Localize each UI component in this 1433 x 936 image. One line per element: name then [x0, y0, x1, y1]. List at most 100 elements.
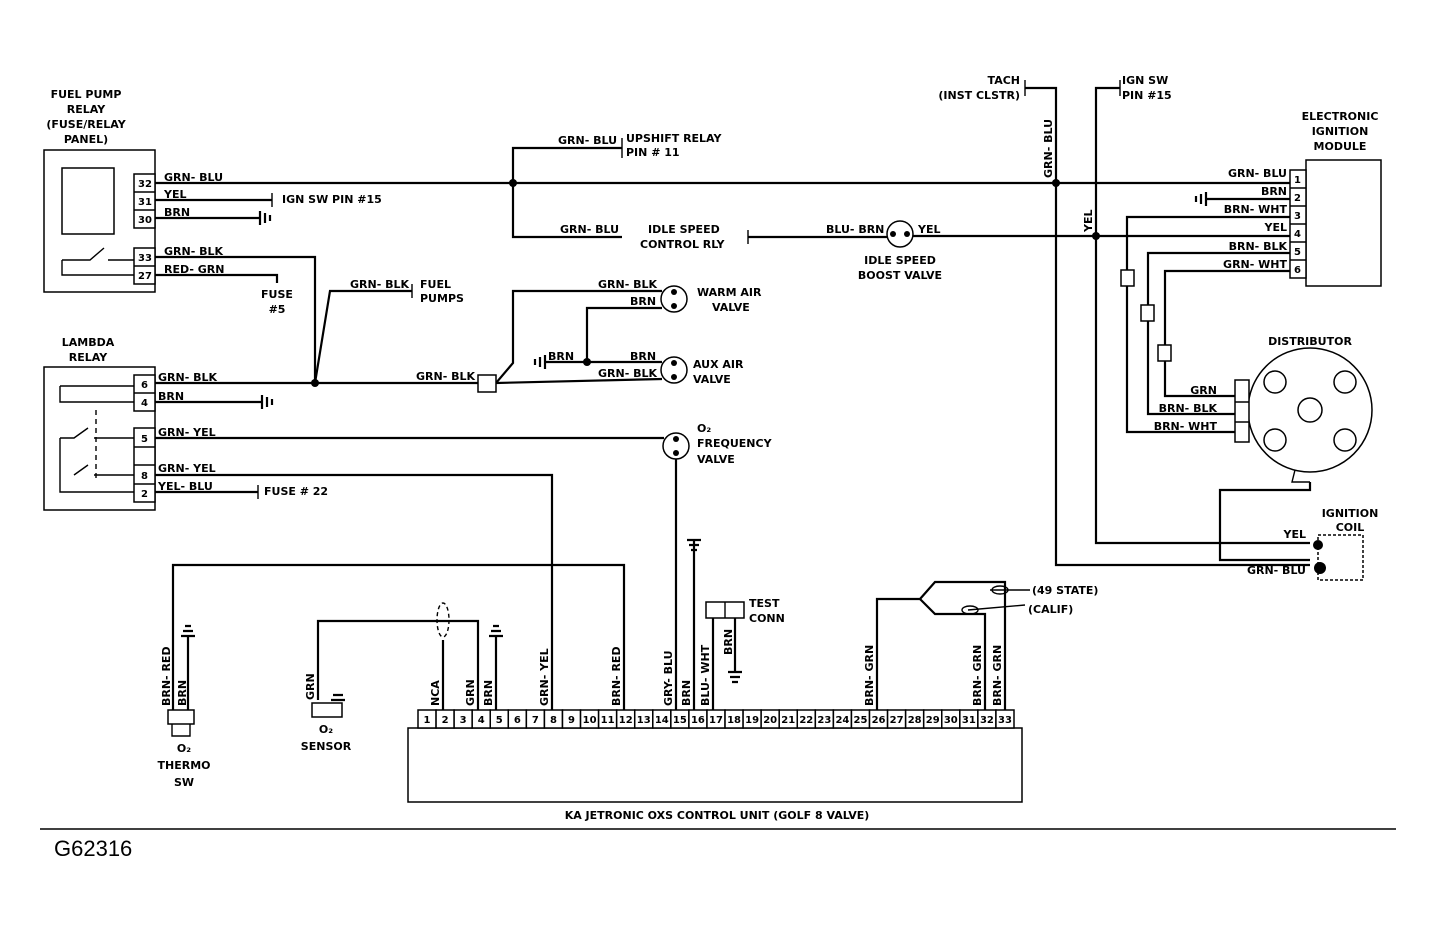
- distributor-wire-brn-blk: BRN- BLK: [1159, 402, 1218, 415]
- ecu-wire-labels: NCA GRN BRN GRN- YEL BRN- RED GRY- BLU B…: [429, 644, 1004, 706]
- aux-air-valve-body: [660, 356, 688, 384]
- coil-terminal: [1313, 540, 1323, 550]
- ignition-coil-label-1: IGNITION: [1322, 507, 1379, 520]
- aux-air-valve-label-2: VALVE: [693, 373, 731, 386]
- module-pin-6: 6: [1294, 265, 1301, 276]
- ecu-pin-label: 30: [944, 715, 958, 726]
- junction-dot: [1052, 179, 1060, 187]
- fuel-pumps-label-1: FUEL: [420, 278, 451, 291]
- middle-wire-labels: GRN- BLU UPSHIFT RELAY PIN # 11 GRN- BLU…: [257, 74, 1172, 616]
- fpr-pin-33: 33: [138, 253, 152, 264]
- ecu-pin-label: 23: [817, 715, 831, 726]
- ignition-module-label-2: IGNITION: [1312, 125, 1369, 138]
- test-conn-wire-brn: BRN: [722, 629, 735, 655]
- idle-boost-valve-body: [886, 220, 914, 248]
- ground-icon: [260, 395, 274, 409]
- ecu-pin-label: 5: [496, 715, 503, 726]
- fpr-pin-27: 27: [138, 271, 152, 282]
- yel-vertical-wire-label: YEL: [1082, 210, 1095, 234]
- ignition-coil-body: [1317, 534, 1364, 581]
- ecu-wire-p2: NCA: [429, 680, 442, 706]
- thermo-switch-body: [167, 709, 195, 725]
- lambda-wire-6: GRN- BLK: [158, 371, 217, 384]
- wire-lambda-8: [155, 473, 554, 710]
- coil-wire-grn-blu: GRN- BLU: [1247, 564, 1306, 577]
- module-pin-2: 2: [1294, 193, 1301, 204]
- ecu-pin-label: 25: [854, 715, 868, 726]
- lambda-out-wire-label: GRN- BLK: [416, 370, 475, 383]
- ecu-wire-p17: BLU- WHT: [699, 644, 712, 706]
- ecu-pin-label: 15: [673, 715, 687, 726]
- lambda-pin-2: 2: [141, 489, 148, 500]
- lambda-pin-5: 5: [141, 434, 148, 445]
- o2-frequency-valve-label-3: VALVE: [697, 453, 735, 466]
- distributor-terminal: [1263, 428, 1287, 452]
- ecu-pin-label: 13: [637, 715, 651, 726]
- aux-air-valve: AUX AIR VALVE: [660, 356, 744, 386]
- ecu-pin-label: 4: [478, 715, 485, 726]
- ignition-module-label-3: MODULE: [1314, 140, 1367, 153]
- warm-air-valve-body: [660, 285, 688, 313]
- ecu-pin-cell: [995, 709, 1015, 729]
- ignition-module-box: [1305, 159, 1382, 287]
- ecu-pin-label: 26: [872, 715, 886, 726]
- lambda-relay-switch-a: [59, 427, 134, 493]
- fuse22-label: FUSE # 22: [264, 485, 328, 498]
- ecu-pin-label: 3: [460, 715, 467, 726]
- electronic-ignition-module: ELECTRONIC IGNITION MODULE 1 2 3 4 5 6 G…: [1223, 110, 1382, 287]
- tach-label-1: TACH: [988, 74, 1020, 87]
- ecu-wire-p12: BRN- RED: [610, 646, 623, 706]
- fuse5-label-1: FUSE: [261, 288, 293, 301]
- fpr-wire-30: BRN: [164, 206, 190, 219]
- o2-frequency-valve-label-2: FREQUENCY: [697, 437, 773, 450]
- fpr-pin-30: 30: [138, 215, 152, 226]
- wire-coil-loop: [1218, 482, 1312, 562]
- junction-dots: [311, 179, 1100, 387]
- ecu-pin-label: 27: [890, 715, 904, 726]
- tach-label-2: (INST CLSTR): [938, 89, 1020, 102]
- lambda-relay-label-2: RELAY: [69, 351, 108, 364]
- junction-dot: [583, 358, 591, 366]
- inline-connector: [1157, 344, 1172, 362]
- distributor-terminal: [1333, 370, 1357, 394]
- figure-id: G62316: [54, 836, 133, 861]
- fuel-pump-relay-coil: [61, 167, 115, 235]
- idle-boost-valve-label-2: BOOST VALVE: [858, 269, 942, 282]
- warm-air-valve: WARM AIR VALVE: [660, 285, 762, 314]
- ecu-wire-p5: BRN: [482, 680, 495, 706]
- ground-icon: [181, 624, 195, 638]
- ign-sw-top-label-1: IGN SW: [1122, 74, 1168, 87]
- wire-grn-blk-33: [155, 255, 317, 383]
- idle-boost-valve-label-1: IDLE SPEED: [864, 254, 936, 267]
- thermo-wire-brn: BRN: [176, 680, 189, 706]
- o2-sensor: O₂ SENSOR GRN: [301, 673, 352, 753]
- state49-label: (49 STATE): [1032, 584, 1098, 597]
- ecu-body: [407, 727, 1023, 803]
- fuel-pumps-label-2: PUMPS: [420, 292, 464, 305]
- idle-ctrl-wire-label: GRN- BLU: [560, 223, 619, 236]
- o2-thermo-switch: O₂ THERMO SW BRN- RED BRN: [158, 646, 211, 789]
- aux-bottom-wire-label: GRN- BLK: [598, 367, 657, 380]
- fpr-wire-31: YEL: [163, 188, 187, 201]
- ecu-pin-label: 11: [601, 715, 615, 726]
- idle-ctrl-rly-label-1: IDLE SPEED: [648, 223, 720, 236]
- fpr-wire-32: GRN- BLU: [164, 171, 223, 184]
- ecu-title: KA JETRONIC OXS CONTROL UNIT (GOLF 8 VAL…: [565, 809, 870, 822]
- ecu-wire-p16: BRN: [680, 680, 693, 706]
- ground-icon: [728, 670, 742, 684]
- ecu-pin-label: 33: [998, 715, 1012, 726]
- wire-upshift-branch: [511, 146, 622, 183]
- module-wire-2: BRN: [1261, 185, 1287, 198]
- aux-top-wire-label: BRN: [630, 350, 656, 363]
- wire-mod-3: [1125, 215, 1298, 434]
- distributor-terminal: [1333, 428, 1357, 452]
- o2-frequency-valve: O₂ FREQUENCY VALVE: [662, 422, 773, 466]
- test-connector: TEST CONN BRN: [705, 597, 785, 655]
- o2-sensor-wire-grn: GRN: [304, 673, 317, 700]
- wire-mod-6: [1163, 269, 1298, 398]
- module-wire-4: YEL: [1264, 221, 1288, 234]
- lambda-relay-coil: [59, 385, 134, 403]
- ecu-pin-label: 14: [655, 715, 669, 726]
